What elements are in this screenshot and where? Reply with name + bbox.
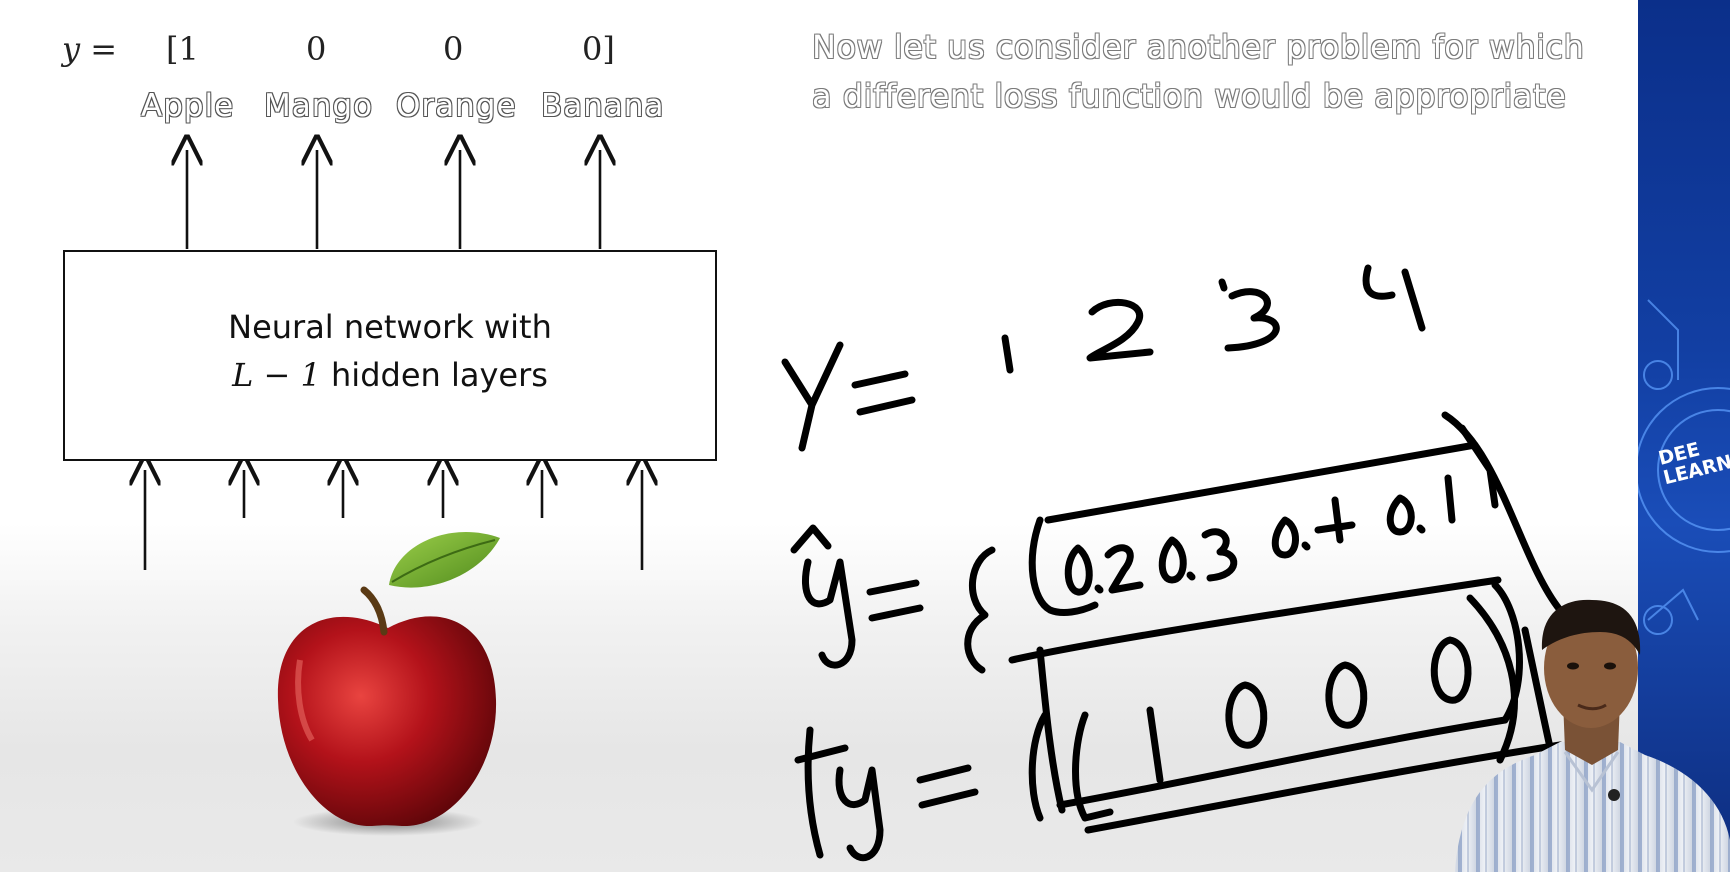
nn-box-hidden-text: hidden layers <box>320 356 548 394</box>
circuit-graphic <box>1638 299 1730 635</box>
course-logo-strip <box>1638 0 1730 872</box>
nn-box-line-1: Neural network with <box>228 308 552 346</box>
note-line-1: Now let us consider another problem for … <box>812 28 1585 66</box>
nn-box-math: L − 1 <box>232 356 321 394</box>
vector-value-2: 0 <box>306 30 327 68</box>
vector-value-1: [1 <box>166 30 199 68</box>
class-label-mango: Mango <box>264 88 374 124</box>
vector-value-3: 0 <box>443 30 464 68</box>
vector-value-4: 0] <box>582 30 615 68</box>
class-label-apple: Apple <box>141 88 235 124</box>
nn-box-math-expr: L − 1 <box>232 356 321 394</box>
vector-lhs: y = <box>62 30 118 68</box>
nn-box-line-2: L − 1 hidden layers <box>65 356 715 394</box>
class-label-banana: Banana <box>541 88 665 124</box>
neural-network-box: Neural network with L − 1 hidden layers <box>63 250 717 461</box>
class-label-orange: Orange <box>396 88 517 124</box>
note-line-2: a different loss function would be appro… <box>812 77 1567 115</box>
